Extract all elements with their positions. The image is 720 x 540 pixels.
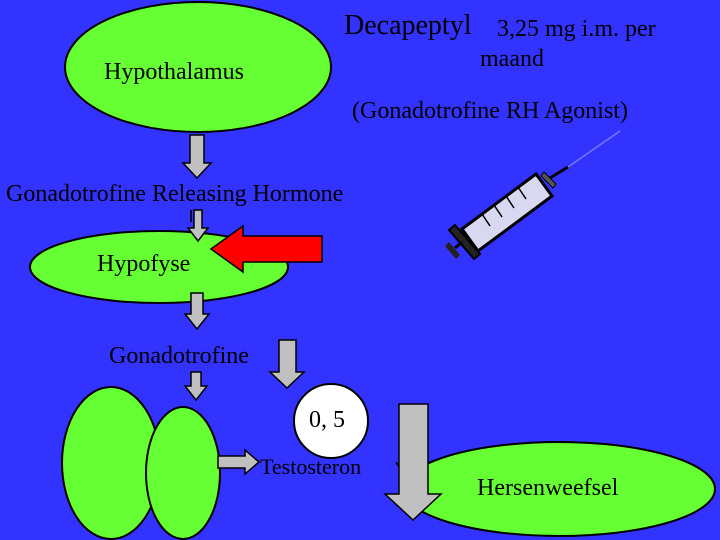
arrow-testis-to-testosteron bbox=[218, 450, 259, 474]
syringe-icon bbox=[445, 131, 620, 259]
testis-right-shape bbox=[146, 407, 220, 539]
label-releasing-hormone: Gonadotrofine Releasing Hormone bbox=[6, 182, 343, 206]
label-hypothalamus: Hypothalamus bbox=[104, 60, 244, 84]
subtitle-agonist: (Gonadotrofine RH Agonist) bbox=[352, 99, 628, 123]
arrow-gonadotrofine-down bbox=[270, 340, 304, 388]
title-dose-line2: maand bbox=[480, 47, 544, 71]
arrow-hypothalamus-to-grh bbox=[183, 135, 211, 178]
label-hersenweefsel: Hersenweefsel bbox=[477, 476, 618, 500]
testis-left-shape bbox=[62, 387, 160, 539]
label-testosteron: Testosteron bbox=[260, 456, 361, 478]
label-hypofyse: Hypofyse bbox=[97, 252, 190, 276]
label-gonadotrofine: Gonadotrofine bbox=[109, 344, 249, 368]
title-dose-line: 3,25 mg i.m. per bbox=[497, 17, 656, 41]
title-drug-name: Decapeptyl bbox=[344, 12, 472, 40]
arrow-gonadotrofine-to-testis bbox=[185, 372, 207, 400]
label-level-value: 0, 5 bbox=[309, 408, 345, 432]
